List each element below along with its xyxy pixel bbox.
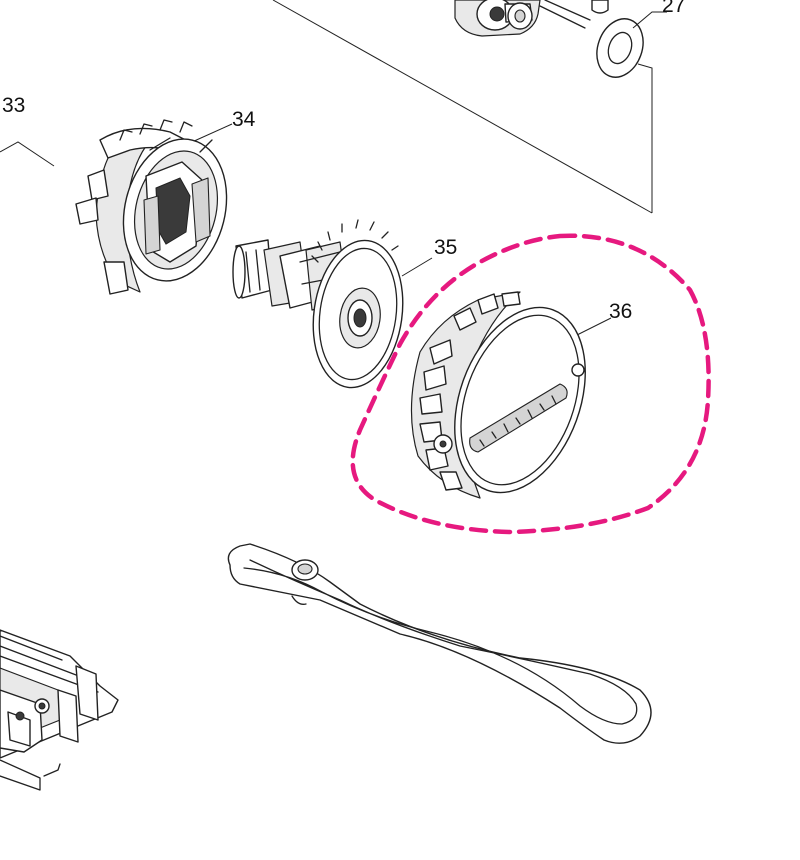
callout-33: 33: [2, 94, 25, 117]
callout-35: 35: [434, 236, 457, 259]
part-strap: [227, 543, 652, 744]
leader-lines: [0, 0, 667, 339]
part-36-fan-cap: [410, 291, 586, 499]
part-35-armature: [232, 219, 404, 389]
part-27-washer: [596, 18, 644, 78]
callout-34: 34: [232, 108, 256, 131]
part-34-field-housing: [75, 119, 228, 295]
callout-27: 27: [662, 0, 685, 17]
part-top-assembly: [454, 0, 609, 37]
part-bottom-left-bracket: [0, 629, 119, 791]
callout-36: 36: [609, 300, 632, 323]
highlight-outline: [350, 233, 711, 535]
